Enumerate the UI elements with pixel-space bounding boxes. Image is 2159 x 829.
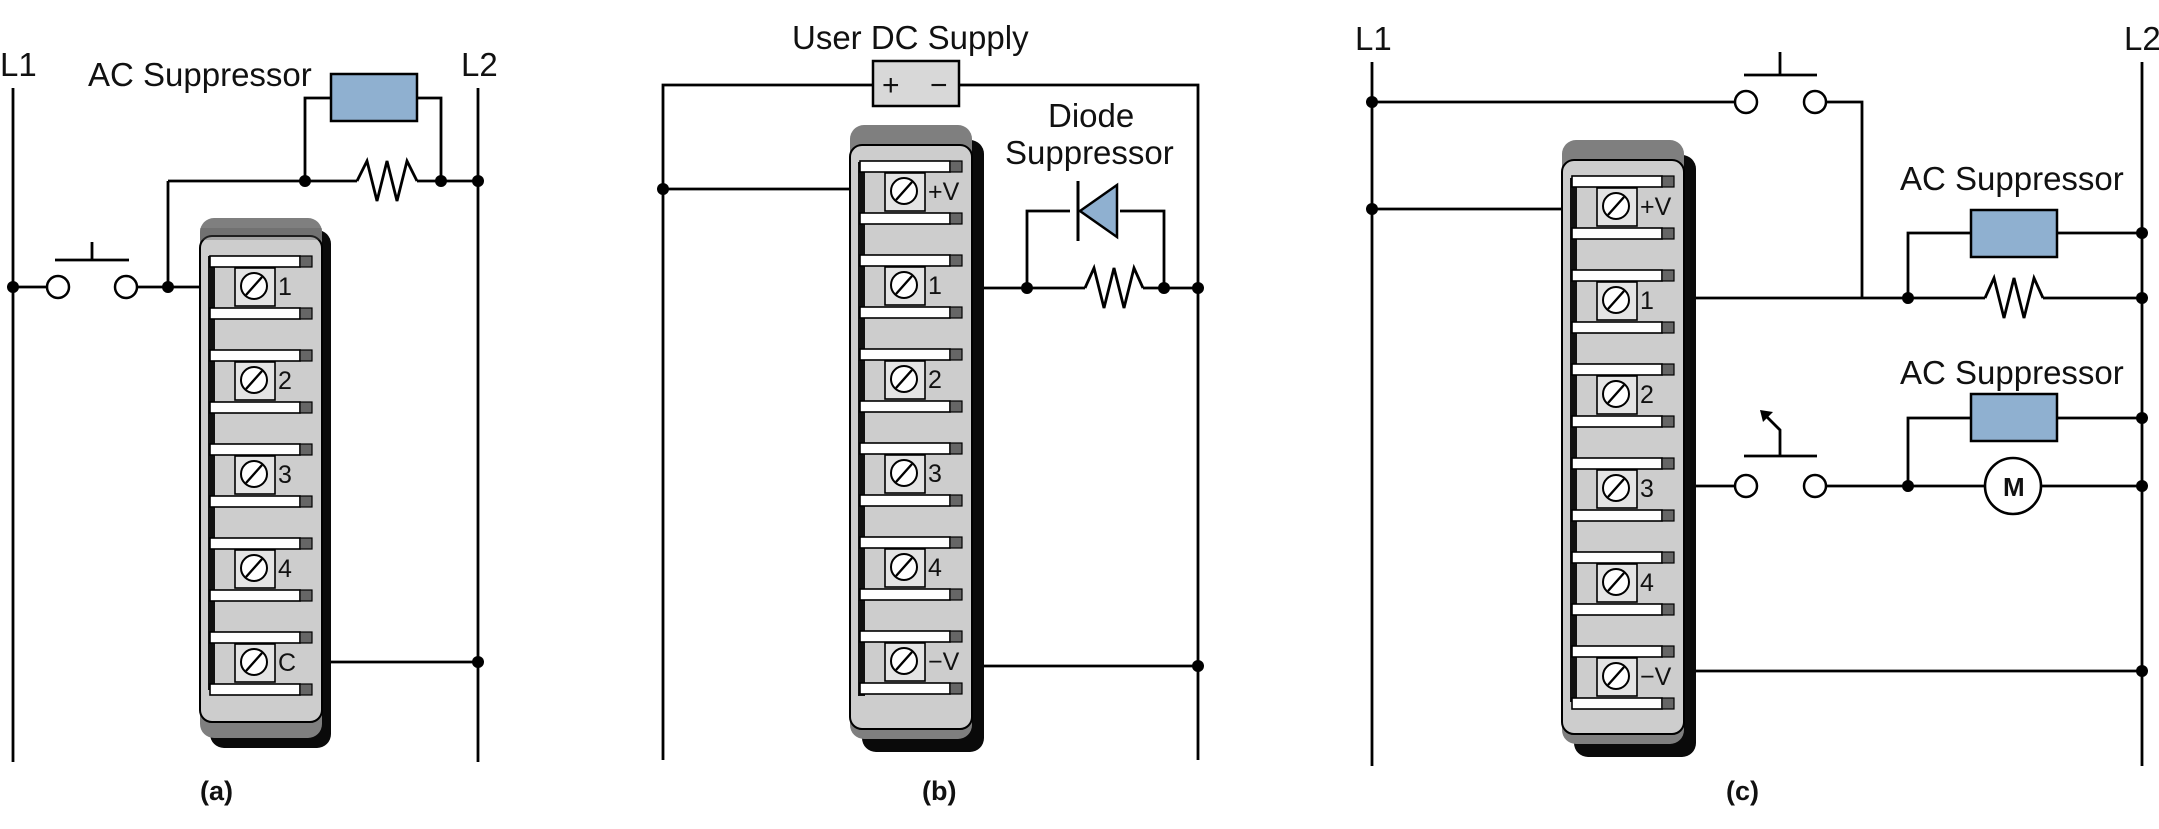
screw-terminal-icon [240, 272, 268, 300]
dc-supply-minus: − [930, 69, 948, 102]
terminal-row: 4 [209, 537, 313, 602]
ac-suppressor-a [329, 72, 419, 123]
screw-terminal-icon [890, 177, 918, 205]
terminal-label: 2 [1640, 381, 1654, 409]
dc-supply-label: User DC Supply [792, 19, 1029, 56]
ac-suppressor-c2 [1969, 392, 2059, 443]
screw-terminal-icon [240, 554, 268, 582]
caption-a: (a) [200, 776, 233, 806]
resistor-load-icon [1083, 263, 1145, 309]
terminal-label: 3 [278, 461, 292, 489]
terminal-row: 3 [859, 442, 963, 507]
terminal-row: 1 [1571, 269, 1675, 334]
io-module-b: +V 1 2 3 4 −V [849, 125, 984, 752]
ac-suppressor-label-c1: AC Suppressor [1900, 160, 2124, 197]
screw-terminal-icon [1602, 662, 1630, 690]
terminal-row: 1 [209, 255, 313, 320]
terminal-row: 4 [1571, 551, 1675, 616]
rail-l1-label-a: L1 [0, 46, 37, 83]
screw-terminal-icon [890, 365, 918, 393]
terminal-label: 1 [278, 273, 292, 301]
terminal-label: +V [1640, 193, 1672, 221]
motor-label: M [2003, 472, 2025, 502]
screw-terminal-icon [1602, 380, 1630, 408]
terminal-label: 4 [1640, 569, 1654, 597]
rail-l2-label-a: L2 [461, 46, 498, 83]
supply-negative-wire [959, 83, 1200, 760]
caption-c: (c) [1726, 776, 1759, 806]
screw-terminal-icon [240, 648, 268, 676]
terminal-row: +V [1571, 175, 1675, 240]
ac-suppressor-label-a: AC Suppressor [88, 56, 312, 93]
rail-l1-label-c: L1 [1355, 20, 1392, 57]
terminal-label: C [278, 649, 296, 677]
terminal-label: +V [928, 178, 960, 206]
panel-c: L1 L2 AC Suppressor [1355, 20, 2159, 806]
terminal-label: 4 [928, 554, 942, 582]
ac-suppressor-c1 [1969, 208, 2059, 259]
resistor-load-icon [355, 156, 419, 202]
pushbutton-switch-icon [1733, 52, 1828, 115]
motor-icon: M [1983, 456, 2043, 516]
screw-terminal-icon [240, 460, 268, 488]
limit-switch-icon [1733, 410, 1828, 499]
terminal-row: −V [859, 630, 963, 695]
io-module-a: 1 2 3 4C [199, 218, 331, 748]
resistor-load-icon [1983, 273, 2045, 319]
screw-terminal-icon [890, 553, 918, 581]
terminal-row: 1 [859, 254, 963, 319]
diode-label-line2: Suppressor [1005, 134, 1174, 171]
terminal-label: 2 [278, 367, 292, 395]
terminal-label: 3 [1640, 475, 1654, 503]
terminal-row: 2 [859, 348, 963, 413]
terminal-row: 4 [859, 536, 963, 601]
terminal-row: −V [1571, 645, 1675, 710]
rail-l2-label-c: L2 [2124, 20, 2159, 57]
terminal-row: 2 [209, 349, 313, 414]
pushbutton-switch-icon [13, 242, 258, 300]
terminal-row: C [209, 631, 313, 696]
io-module-c: +V 1 2 3 4 −V [1561, 140, 1696, 757]
terminal-label: −V [928, 648, 960, 676]
terminal-row: +V [859, 160, 963, 225]
screw-terminal-icon [890, 647, 918, 675]
panel-b: User DC Supply + − Diode Suppressor (b) [657, 19, 1204, 806]
terminal-label: 3 [928, 460, 942, 488]
terminal-row: 3 [209, 443, 313, 508]
supply-positive-wire [661, 83, 873, 760]
panel-a: L1 L2 AC Suppressor (a) [0, 46, 498, 806]
screw-terminal-icon [1602, 568, 1630, 596]
terminal-row: 3 [1571, 457, 1675, 522]
terminal-label: 1 [1640, 287, 1654, 315]
diode-icon [1070, 181, 1120, 241]
caption-b: (b) [922, 776, 956, 806]
screw-terminal-icon [890, 459, 918, 487]
screw-terminal-icon [1602, 474, 1630, 502]
dc-supply-plus: + [882, 69, 900, 102]
screw-terminal-icon [1602, 192, 1630, 220]
screw-terminal-icon [240, 366, 268, 394]
terminal-label: 1 [928, 272, 942, 300]
dc-supply-box [871, 59, 961, 108]
terminal-row: 2 [1571, 363, 1675, 428]
terminal-label: 2 [928, 366, 942, 394]
terminal-label: −V [1640, 663, 1672, 691]
screw-terminal-icon [1602, 286, 1630, 314]
terminal-label: 4 [278, 555, 292, 583]
diode-label-line1: Diode [1048, 97, 1134, 134]
screw-terminal-icon [890, 271, 918, 299]
ac-suppressor-label-c2: AC Suppressor [1900, 354, 2124, 391]
